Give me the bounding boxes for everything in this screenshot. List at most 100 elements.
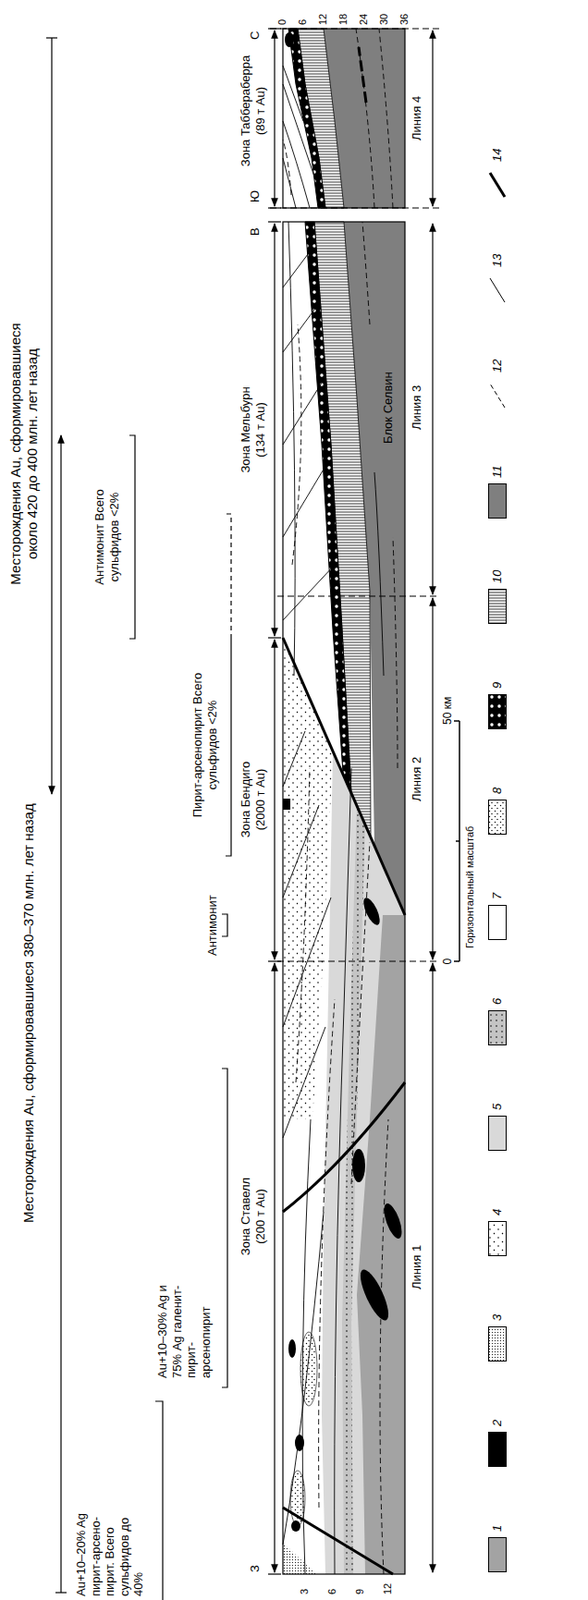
thin-faults-part (282, 1027, 326, 1139)
scale-label: 0 (441, 958, 454, 966)
zone-arrows-part (268, 1573, 282, 1575)
brackets-part (225, 638, 232, 857)
zone-label: Зона Мельбурн (134 т Au) (238, 378, 268, 482)
dashed-faults-part (362, 221, 370, 325)
thin-faults-part (282, 306, 318, 353)
legend-number: 14 (490, 148, 505, 162)
ore-type-note: Au+10–30% Ag и 75% Ag галенит-пирит- арс… (155, 1276, 213, 1379)
zone-arrows-part (268, 220, 282, 222)
thin-faults-part (282, 564, 335, 621)
direction-letter: Ю (247, 190, 263, 203)
left-section-part (282, 1543, 317, 1575)
legend-swatch (488, 1115, 507, 1152)
age-arrows-part (60, 435, 62, 1593)
depth-tick: 18 (337, 13, 350, 25)
line-arrows-part (431, 30, 433, 207)
left-section-part (342, 805, 366, 1575)
thin-faults-part (374, 472, 384, 676)
direction-letter: З (247, 1565, 263, 1573)
line-arrows-part (431, 223, 433, 595)
depth-tick: 24 (357, 13, 370, 25)
age-note: Месторождения Au, сформировавшиеся около… (7, 306, 41, 602)
depth-tick: 12 (381, 1583, 394, 1595)
thin-faults-part (288, 221, 295, 676)
age-arrows-part (46, 36, 58, 38)
granite-bodies-part (352, 1149, 366, 1183)
legend-swatch (488, 1537, 507, 1573)
line-label: Линия 4 (409, 93, 425, 144)
dashed-faults-part (379, 1119, 389, 1575)
depth-tick: 36 (398, 13, 411, 25)
legend-swatch (488, 483, 507, 519)
granite-bodies-part (288, 1339, 296, 1359)
line-dividers (269, 28, 441, 962)
depth-tick: 9 (354, 1589, 367, 1595)
major-faults (282, 637, 405, 1575)
dashed-faults-part (295, 768, 310, 1083)
granite-bodies-part (380, 1201, 406, 1241)
dashed-faults-part (392, 537, 398, 769)
ore-type-note: Au+10–20% Ag пирит-арсено- пирит. Всего … (73, 1504, 147, 1597)
brackets-part (155, 1401, 163, 1600)
granite-bodies-part (291, 1520, 301, 1532)
dashed-faults-part (292, 324, 302, 565)
granite-bodies-part (355, 1266, 394, 1324)
ore-type-note: Пирит-арсенопирит Всего сульфидов <2% (190, 671, 220, 820)
age-note: Месторождения Au, сформировавшиеся 380–3… (20, 803, 37, 1224)
zone-label: Зона Бендиго (2000 т Au) (238, 747, 268, 852)
legend-number: 6 (490, 998, 505, 1005)
legend-swatch (488, 905, 507, 941)
granite-bodies (282, 32, 405, 1532)
dashed-faults-part (282, 139, 292, 196)
thin-faults-part (282, 805, 319, 898)
line-arrows-part (431, 598, 433, 960)
thin-faults-part (282, 250, 311, 288)
legend-pattern (489, 1222, 507, 1257)
left-section-part (356, 915, 405, 1575)
legend-pattern (489, 1011, 507, 1046)
left-section (282, 221, 405, 1575)
scale-label: Горизонтальный масштаб (464, 826, 477, 949)
legend-line (490, 278, 505, 303)
scale-bar-part (453, 720, 460, 723)
zone-label: Зона Ставелл (200 т Au) (238, 1164, 268, 1269)
legend-number: 12 (490, 359, 505, 373)
scale-bar-part (453, 960, 460, 963)
dashed-faults-part (351, 842, 370, 1185)
age-arrows (46, 37, 67, 1593)
thin-faults-part (282, 1212, 324, 1545)
granite-bodies-part (360, 895, 383, 928)
legend-sample (488, 378, 507, 414)
direction-letter: В (247, 227, 263, 236)
line-dividers-part (269, 27, 441, 29)
granite-bodies-part (284, 32, 294, 48)
depth-tick: 12 (317, 13, 330, 25)
left-section-part (282, 637, 333, 1120)
depth-tick: 30 (378, 13, 391, 25)
legend-sample (488, 167, 507, 203)
right-section-part (379, 28, 393, 209)
dashed-faults-part (318, 999, 335, 1508)
legend-number: 13 (490, 254, 505, 268)
direction-letter: С (247, 31, 263, 40)
legend-number: 1 (490, 1525, 505, 1532)
major-faults-part (282, 1082, 405, 1213)
legend-number: 7 (490, 893, 505, 900)
zone-arrows (268, 28, 282, 1575)
thin-faults (282, 65, 384, 1575)
thin-faults-part (282, 463, 328, 538)
legend-sample (488, 588, 507, 625)
legend-swatch (488, 1432, 507, 1468)
brackets-part (221, 1068, 228, 1388)
brackets (129, 435, 232, 1600)
right-section (282, 28, 405, 209)
legend-line (490, 172, 505, 197)
zone-arrows-part (273, 963, 275, 1573)
thin-faults-part (282, 121, 310, 209)
legend-number: 3 (490, 1314, 505, 1322)
scale-label: 50 км (441, 697, 454, 725)
legend-pattern (489, 800, 507, 835)
thin-faults-part (282, 731, 306, 787)
line-dividers-part (277, 595, 441, 597)
